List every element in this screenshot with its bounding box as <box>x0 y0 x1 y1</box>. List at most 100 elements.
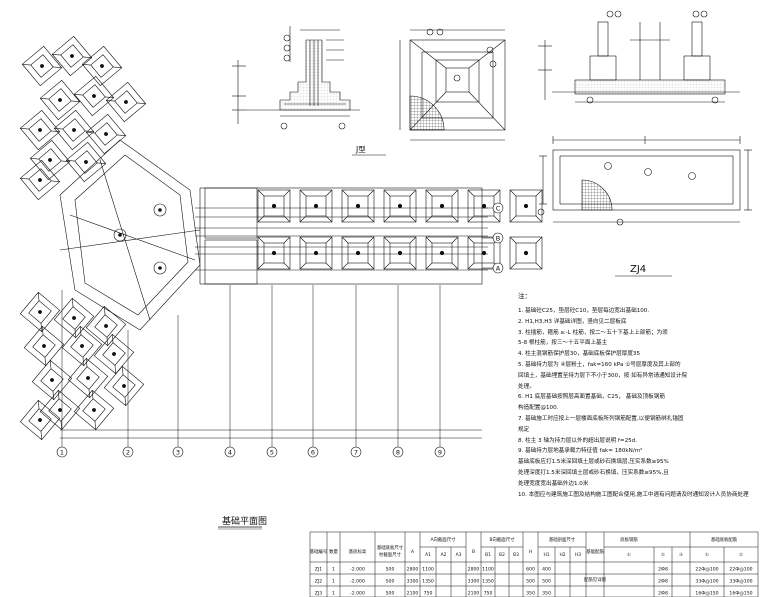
table-cell-a: 2800 <box>407 567 419 573</box>
wing-footing-pad <box>51 35 93 77</box>
table-cell-bars: 2Ф8 <box>658 567 668 573</box>
svg-text:B: B <box>472 549 475 555</box>
wing-footing-pad <box>53 297 95 339</box>
wing-footing-pad <box>21 45 63 87</box>
table-cell-h: 600 <box>526 567 535 573</box>
foundation-table <box>309 531 759 597</box>
lower-left-wing <box>19 291 145 441</box>
footing-pad <box>299 189 333 223</box>
svg-text:①: ① <box>705 552 709 558</box>
svg-text:B: B <box>496 235 500 243</box>
svg-text:②: ② <box>739 552 743 558</box>
table-cell-elev: -2.000 <box>350 591 365 597</box>
svg-text:4: 4 <box>228 449 232 457</box>
svg-text:C: C <box>496 205 501 213</box>
wing-footing-pad <box>19 159 61 201</box>
table-cell-r2: 22Ф@100 <box>729 567 752 573</box>
table-cell-b1: 1100 <box>482 567 494 573</box>
grid-letter-bubbles: C B A <box>492 202 504 274</box>
svg-text:B2: B2 <box>499 552 505 558</box>
table-cell-size: 500 <box>386 591 395 597</box>
svg-text:数量: 数量 <box>329 548 338 555</box>
plan-main-strip <box>195 187 488 285</box>
table-cell-b: 2100 <box>468 591 480 597</box>
note-line: 4. 柱主混钢筋保护层30，基础底板保护层厚度35 <box>518 351 641 358</box>
plan-title: 基础平面图 <box>222 515 267 527</box>
note-line: 5-8 根柱筋，按三～十五平面上基主 <box>518 340 608 347</box>
grid-bubble-7: 7 <box>350 446 362 458</box>
footing-pad <box>257 189 291 223</box>
footing-pad <box>509 236 543 270</box>
table-cell-a: 2100 <box>407 591 419 597</box>
table-cell-type: ZJ3 <box>315 591 323 597</box>
zj4-section <box>538 10 740 104</box>
table-cell-elev: -2.000 <box>350 579 365 585</box>
svg-text:A: A <box>411 549 414 555</box>
note-line: 10. 本图应与建筑施工图及结构施工图配合使用,施工中遇有问题请及时通知设计人员… <box>518 491 749 498</box>
grid-bubble-2: 2 <box>122 446 134 458</box>
wing-footing-pad <box>23 325 65 367</box>
notes-heading: 注： <box>518 292 531 300</box>
table-cell-a1: 1350 <box>422 579 434 585</box>
footing-pad <box>509 189 543 223</box>
svg-text:1: 1 <box>60 449 64 457</box>
note-line: 9. 基础持力层地基承载力特征值 fak= 180kN/m² <box>518 448 643 455</box>
note-line: 8. 柱主 3 轴为持力层以外的超出层说明 f=25d. <box>518 437 638 444</box>
note-line: 处理宽度宽出基础外边1.0米 <box>518 480 589 487</box>
table-cell-h1: 400 <box>542 567 551 573</box>
table-cell-b: 3300 <box>468 579 480 585</box>
wing-footing-pad <box>73 75 115 117</box>
svg-text:底板钢筋: 底板钢筋 <box>620 536 638 543</box>
wing-footing-pad <box>19 109 61 151</box>
svg-text:A1: A1 <box>425 552 431 558</box>
grid-bubble-9: 9 <box>434 446 446 458</box>
wing-footing-pad <box>105 81 147 123</box>
zj4-plan <box>537 136 752 226</box>
table-merged-note: 配筋见详图 <box>584 576 607 583</box>
wing-footing-pad <box>93 333 135 375</box>
table-cell-size: 500 <box>386 579 395 585</box>
svg-text:基础底板配筋: 基础底板配筋 <box>711 536 738 543</box>
table-cell-qty: 1 <box>332 567 335 573</box>
zj4-label: ZJ4 <box>630 264 646 275</box>
note-line: 7. 基础施工时应按上一层楼面底板所列钢筋配置,以便钢筋绑扎锚固 <box>518 416 684 422</box>
table-cell-bars: 2Ф8 <box>658 591 668 597</box>
table-cell-a1: 1100 <box>422 567 434 573</box>
svg-text:6: 6 <box>311 449 315 457</box>
upper-left-wing <box>19 35 147 201</box>
svg-text:3: 3 <box>176 449 180 457</box>
svg-text:B1: B1 <box>485 552 491 558</box>
svg-text:③: ③ <box>679 552 683 558</box>
wing-footing-pad <box>67 357 109 399</box>
svg-text:A: A <box>496 265 501 273</box>
wing-footing-pad <box>29 139 71 181</box>
table-cell-h: 350 <box>526 591 535 597</box>
grid-bubble-6: 6 <box>307 446 319 458</box>
wing-footing-pad <box>39 389 81 431</box>
note-line: 构造配置@100. <box>518 405 559 412</box>
footing-pad <box>341 236 375 270</box>
svg-text:A3: A3 <box>456 552 462 558</box>
grid-bubble-b: B <box>492 232 504 244</box>
wing-footing-pad <box>65 141 107 183</box>
table-cell-type: ZJ2 <box>315 579 323 585</box>
table-cell-r2: 33Ф@100 <box>729 579 752 585</box>
wing-footing-pad <box>39 79 81 121</box>
svg-text:②: ② <box>661 552 665 558</box>
svg-text:基础底板尺寸: 基础底板尺寸 <box>377 544 404 551</box>
svg-text:基础编号: 基础编号 <box>310 548 328 555</box>
note-line: 回填土，基础埋置至持力层下不小于300，按 如有异常请通知设计院 <box>518 372 688 379</box>
grid-number-bubbles: 1 2 3 4 5 6 7 8 9 <box>56 446 446 458</box>
wing-footing-pad <box>103 365 145 407</box>
j-section-label: J型 <box>355 145 366 154</box>
table-cell-qty: 1 <box>332 591 335 597</box>
svg-text:H2: H2 <box>559 552 565 558</box>
note-line: 2. H1,H3,H3 详基础详图，竖向见二层板底 <box>518 318 627 325</box>
table-header: 基础编号 数量 基底标高 基础底板尺寸 柱截面尺寸 A A向截面尺寸 A1 A2… <box>310 536 743 558</box>
table-cell-b1: 1350 <box>482 579 494 585</box>
table-cell-r1: 16Ф@150 <box>695 591 718 597</box>
grid-bubble-3: 3 <box>172 446 184 458</box>
svg-text:A向截面尺寸: A向截面尺寸 <box>431 536 457 543</box>
